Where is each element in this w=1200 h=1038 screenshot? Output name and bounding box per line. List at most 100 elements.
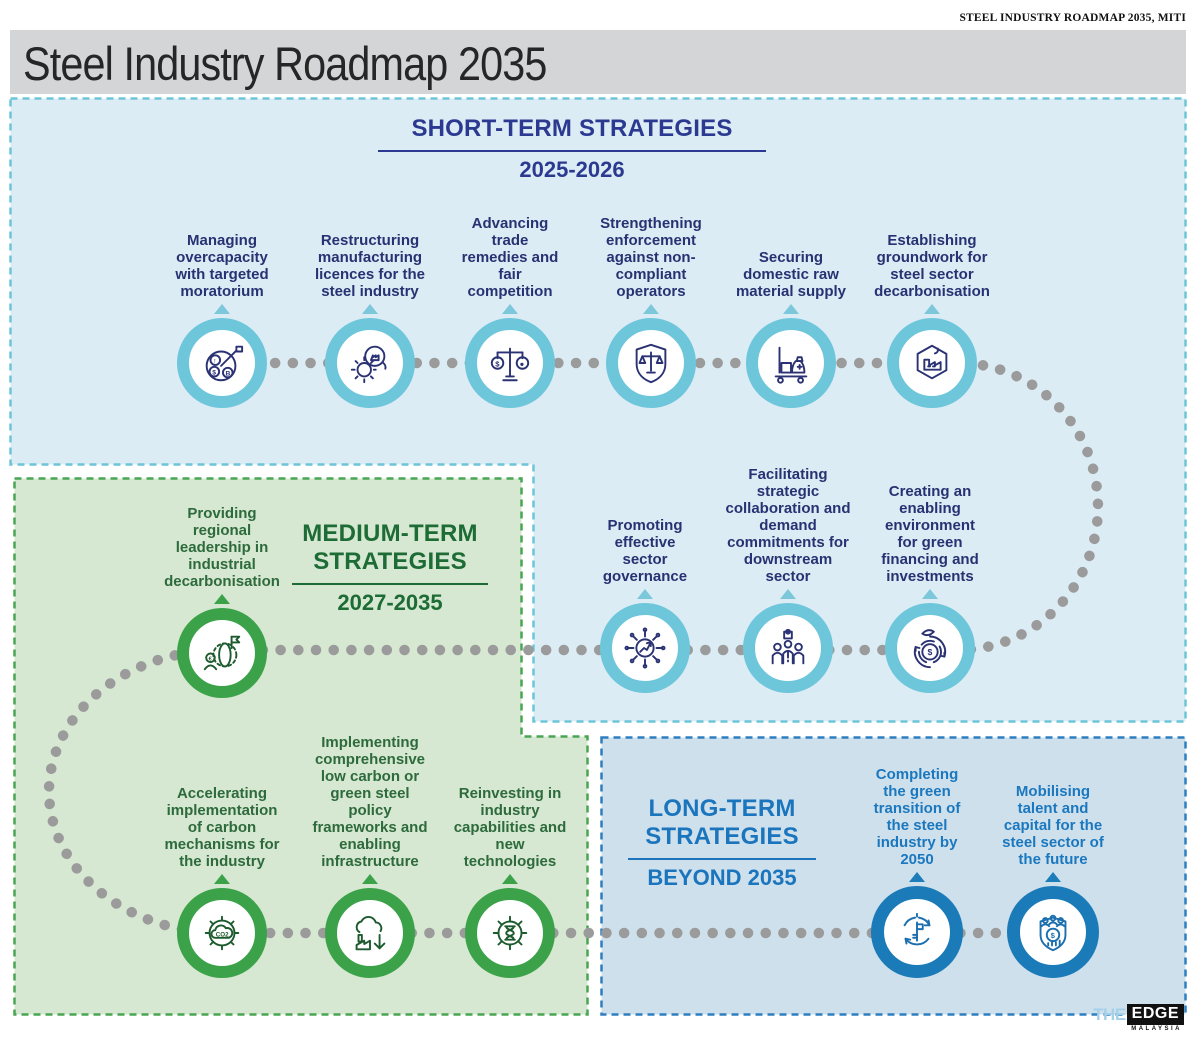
strategy-label: Mobilising talent and capital for the st… bbox=[1002, 783, 1104, 868]
strategy-circle: € bbox=[177, 608, 267, 698]
svg-text:$: $ bbox=[495, 359, 500, 368]
pointer-triangle bbox=[502, 874, 518, 884]
pointer-triangle bbox=[783, 304, 799, 314]
svg-text:↑: ↑ bbox=[213, 358, 216, 365]
svg-text:●: ● bbox=[520, 359, 525, 368]
strategy-label: Restructuring manufacturing licences for… bbox=[314, 232, 426, 300]
logo-malaysia: MALAYSIA bbox=[1131, 1026, 1182, 1032]
balance-scale-money-icon: $ ● bbox=[490, 347, 530, 382]
people-puzzle-icon bbox=[771, 628, 805, 665]
strategy-label: Securing domestic raw material supply bbox=[735, 249, 847, 300]
pointer-triangle bbox=[214, 874, 230, 884]
svg-text:$: $ bbox=[928, 647, 933, 657]
pointer-triangle bbox=[502, 304, 518, 314]
strategy-circle: $ bbox=[885, 603, 975, 693]
publisher-logo: THE EDGE MALAYSIA bbox=[1093, 1004, 1184, 1032]
strategy-label: Advancing trade remedies and fair compet… bbox=[461, 215, 559, 300]
strategy-label: Completing the green transition of the s… bbox=[873, 766, 961, 868]
connector-dotted-path bbox=[43, 357, 1104, 939]
strategy-item: Managing overcapacity with targeted mora… bbox=[161, 232, 283, 408]
page-title: Steel Industry Roadmap 2035 bbox=[23, 37, 547, 90]
pointer-triangle bbox=[924, 304, 940, 314]
short-term-heading: SHORT-TERM STRATEGIES 2025-2026 bbox=[378, 115, 766, 183]
long-term-heading: LONG-TERM STRATEGIES BEYOND 2035 bbox=[628, 795, 816, 891]
talent-capital-shield-icon: $ bbox=[1039, 914, 1067, 952]
medium-term-panel bbox=[13, 477, 589, 1016]
strategy-label: Establishing groundwork for steel sector… bbox=[874, 232, 990, 300]
factory-emission-down-icon bbox=[355, 915, 386, 951]
long-term-period: BEYOND 2035 bbox=[647, 865, 797, 890]
strategy-circle bbox=[600, 603, 690, 693]
hexagon-factory-icon bbox=[916, 344, 948, 380]
pointer-triangle bbox=[909, 872, 925, 882]
strategy-label: Promoting effective sector governance bbox=[602, 517, 688, 585]
pointer-triangle bbox=[637, 589, 653, 599]
svg-text:€: € bbox=[209, 657, 213, 663]
pointer-triangle bbox=[362, 874, 378, 884]
strategy-label: Implementing comprehensive low carbon or… bbox=[312, 734, 428, 870]
long-term-title: LONG-TERM STRATEGIES bbox=[628, 795, 816, 860]
pointer-triangle bbox=[214, 304, 230, 314]
short-term-title: SHORT-TERM STRATEGIES bbox=[378, 115, 766, 152]
strategy-label: Accelerating implementation of carbon me… bbox=[164, 785, 280, 870]
strategy-circle bbox=[887, 318, 977, 408]
strategy-item: Implementing comprehensive low carbon or… bbox=[310, 734, 430, 978]
trolley-materials-icon bbox=[774, 346, 808, 384]
strategy-label: Creating an enabling environment for gre… bbox=[881, 483, 979, 585]
globe-flag-icon: € bbox=[203, 635, 241, 671]
pointer-triangle bbox=[780, 589, 796, 599]
strategy-label: Strengthening enforcement against non-co… bbox=[600, 215, 702, 300]
strategy-circle: $ ● bbox=[465, 318, 555, 408]
logo-the: THE bbox=[1093, 1004, 1126, 1024]
svg-text:CO2: CO2 bbox=[216, 931, 229, 938]
pie-chart-money-icon: ↑ $ B bbox=[205, 345, 244, 382]
svg-text:$: $ bbox=[212, 370, 216, 377]
strategy-label: Managing overcapacity with targeted mora… bbox=[175, 232, 269, 300]
strategy-item: Accelerating implementation of carbon me… bbox=[159, 785, 285, 978]
strategy-circle bbox=[606, 318, 696, 408]
pointer-triangle bbox=[362, 304, 378, 314]
strategy-label: Facilitating strategic collaboration and… bbox=[725, 466, 851, 585]
strategy-item: Completing the green transition of the s… bbox=[864, 766, 970, 978]
pointer-triangle bbox=[1045, 872, 1061, 882]
strategy-circle bbox=[746, 318, 836, 408]
source-credit: STEEL INDUSTRY ROADMAP 2035, MITI bbox=[959, 12, 1186, 24]
strategy-circle: $ bbox=[1007, 886, 1099, 978]
strategy-circle bbox=[325, 318, 415, 408]
shield-justice-icon bbox=[635, 343, 667, 384]
strategy-circle: ↑ $ B bbox=[177, 318, 267, 408]
co2-gear-icon: CO2 bbox=[204, 915, 240, 951]
strategy-item: Establishing groundwork for steel sector… bbox=[867, 232, 997, 408]
strategy-item: Mobilising talent and capital for the st… bbox=[1000, 783, 1106, 978]
header-band: Steel Industry Roadmap 2035 bbox=[10, 30, 1186, 94]
strategy-item: Restructuring manufacturing licences for… bbox=[310, 232, 430, 408]
strategy-item: Promoting effective sector governance bbox=[594, 517, 696, 693]
strategy-circle bbox=[325, 888, 415, 978]
pointer-triangle bbox=[214, 594, 230, 604]
strategy-item: Securing domestic raw material supply bbox=[735, 249, 847, 408]
strategy-circle bbox=[743, 603, 833, 693]
cycle-flag-icon bbox=[903, 912, 931, 946]
pointer-triangle bbox=[922, 589, 938, 599]
strategy-circle bbox=[465, 888, 555, 978]
short-term-panel bbox=[9, 97, 1187, 723]
strategy-item: Advancing trade remedies and fair compet… bbox=[460, 215, 560, 408]
strategy-item: Creating an enabling environment for gre… bbox=[875, 483, 985, 693]
strategy-circle: CO2 bbox=[177, 888, 267, 978]
green-financing-icon: $ bbox=[913, 629, 947, 669]
strategy-item: Strengthening enforcement against non-co… bbox=[591, 215, 711, 408]
strategy-item: Reinvesting in industry capabilities and… bbox=[453, 785, 567, 978]
gear-magnifier-icon bbox=[350, 345, 387, 384]
pointer-triangle bbox=[643, 304, 659, 314]
svg-text:$: $ bbox=[1051, 931, 1056, 940]
gear-hourglass-icon bbox=[492, 915, 528, 951]
medium-term-title: MEDIUM-TERM STRATEGIES bbox=[292, 520, 488, 585]
svg-text:B: B bbox=[225, 370, 230, 377]
strategy-item: Facilitating strategic collaboration and… bbox=[722, 466, 854, 693]
strategy-circle bbox=[871, 886, 963, 978]
strategy-label: Reinvesting in industry capabilities and… bbox=[453, 785, 567, 870]
short-term-period: 2025-2026 bbox=[519, 157, 625, 182]
medium-term-period: 2027-2035 bbox=[337, 590, 443, 615]
